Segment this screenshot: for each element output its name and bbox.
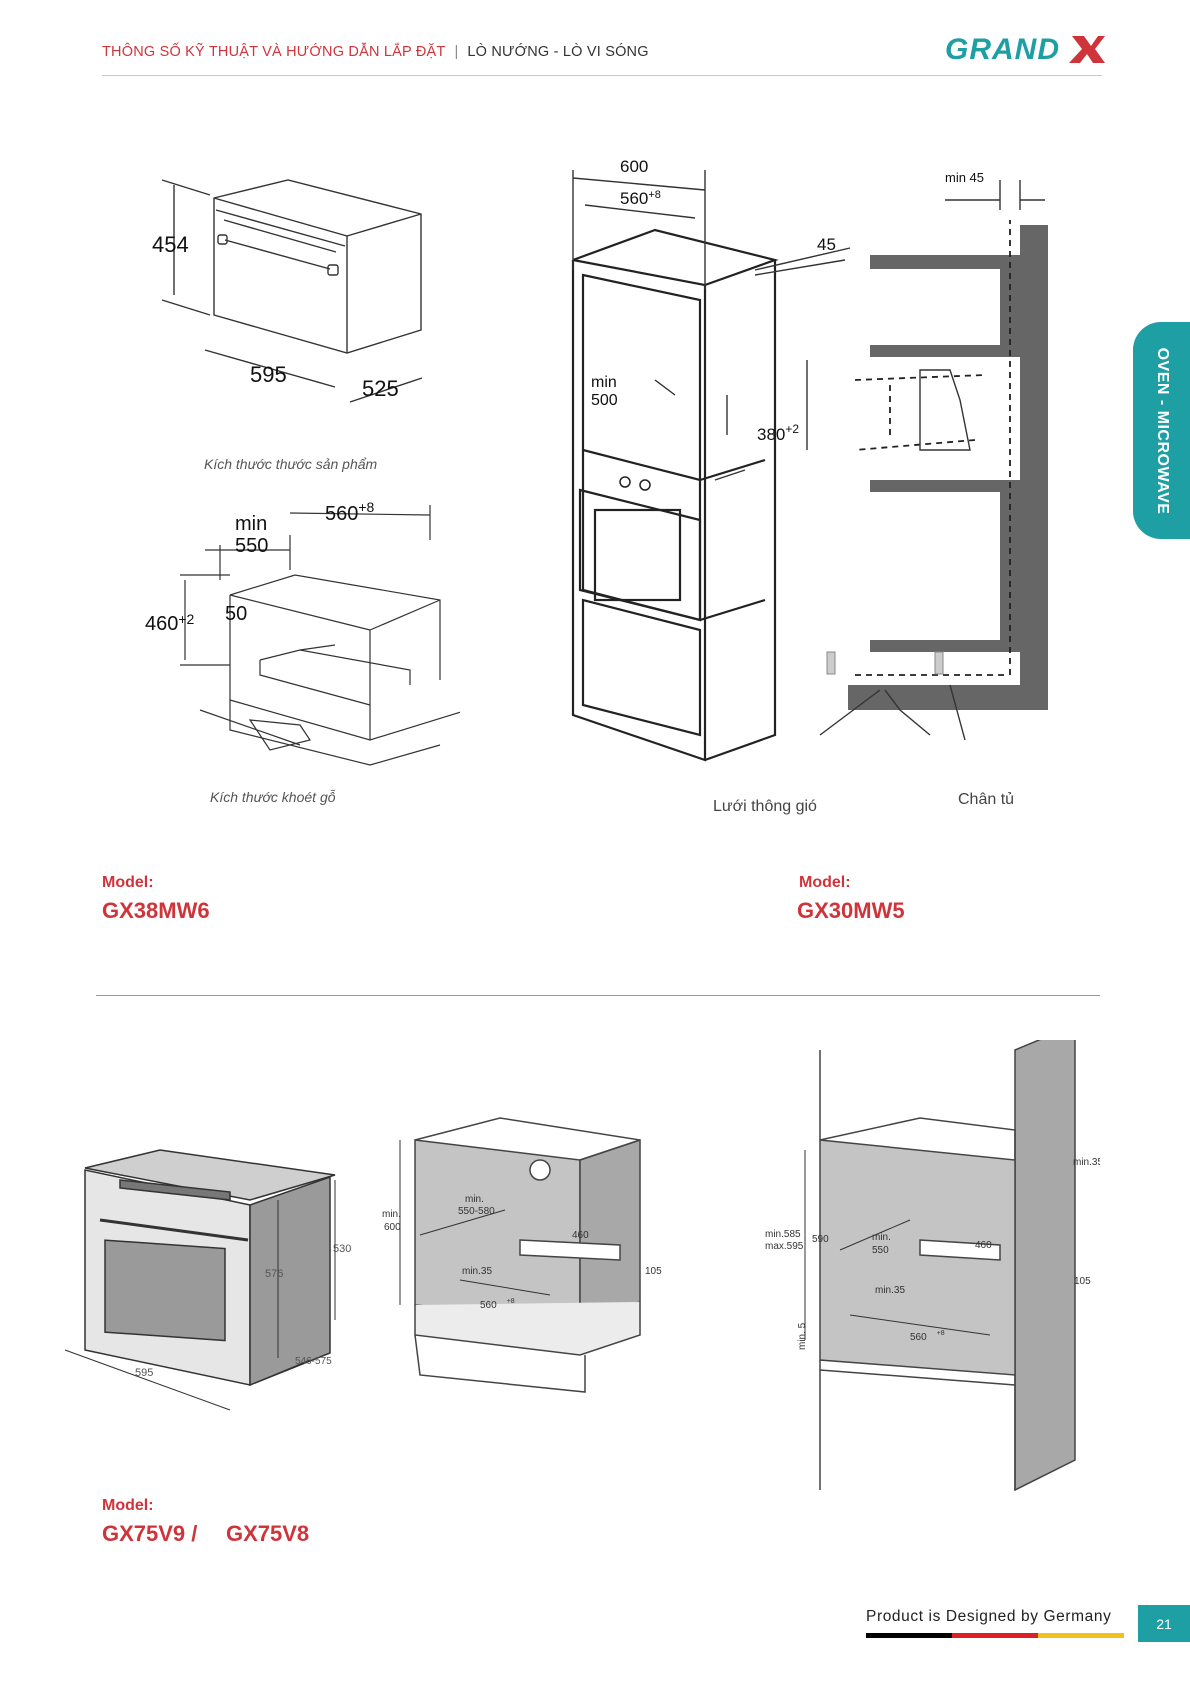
cab2-width-460: 460 bbox=[975, 1240, 992, 1251]
header-separator: | bbox=[454, 44, 459, 60]
cab1-min600-value: 600 bbox=[384, 1222, 401, 1233]
product-depth: 525 bbox=[362, 376, 399, 401]
model-label-2: Model: bbox=[799, 874, 851, 891]
cab2-max595: max.595 bbox=[765, 1241, 804, 1252]
model-label-3: Model: bbox=[102, 1497, 154, 1514]
cutout-caption: Kích thước khoét gỗ bbox=[210, 789, 336, 805]
header-title: THÔNG SỐ KỸ THUẬT VÀ HƯỚNG DẪN LẮP ĐẶT bbox=[102, 44, 446, 60]
cutout-min-value: 550 bbox=[235, 535, 268, 557]
oven-width: 595 bbox=[135, 1367, 153, 1379]
header-title-line: THÔNG SỐ KỸ THUẬT VÀ HƯỚNG DẪN LẮP ĐẶT | L… bbox=[102, 44, 649, 60]
foot-caption: Chân tủ bbox=[958, 791, 1015, 808]
flag-gold bbox=[1038, 1633, 1124, 1638]
cabinet-side-gap: 45 bbox=[817, 235, 836, 254]
cab2-height-590: 590 bbox=[812, 1234, 829, 1245]
cab2-height-105: 105 bbox=[1074, 1276, 1091, 1287]
product-caption: Kích thước thước sản phẩm bbox=[204, 456, 378, 472]
cutout-height: 460+2 bbox=[145, 611, 195, 635]
page-number: 21 bbox=[1138, 1605, 1190, 1642]
product-height: 454 bbox=[152, 232, 189, 257]
cab1-height-105: 105 bbox=[645, 1266, 662, 1277]
model-label-1: Model: bbox=[102, 874, 154, 891]
cab2-min550-value: 550 bbox=[872, 1245, 889, 1256]
cab2-min585: min.585 bbox=[765, 1229, 801, 1240]
svg-text:GRAND: GRAND bbox=[945, 33, 1060, 66]
oven-height-side: 530 bbox=[333, 1243, 351, 1255]
cab1-width-560: 560+8 bbox=[480, 1298, 515, 1311]
model-gx30mw5: GX30MW5 bbox=[797, 898, 905, 923]
cab1-width-460: 460 bbox=[572, 1230, 589, 1241]
flag-red bbox=[952, 1633, 1038, 1638]
cutout-depth: 50 bbox=[225, 603, 247, 625]
cabinet-inner-width: 560+8 bbox=[620, 189, 661, 208]
footer-tagline: Product is Designed by Germany bbox=[866, 1608, 1112, 1625]
section-divider bbox=[96, 995, 1100, 996]
cab2-min5: min. 5 bbox=[797, 1322, 808, 1350]
header-subtitle: LÒ NƯỚNG - LÒ VI SÓNG bbox=[467, 44, 649, 60]
builtin-oven-drawings: 576 530 595 546-575 min. 600 min. 550-58… bbox=[64, 1040, 1100, 1492]
cab1-depth-label: min. bbox=[465, 1194, 484, 1205]
brand-logo: GRAND bbox=[945, 33, 1105, 66]
cab2-width-560: 560+8 bbox=[910, 1330, 945, 1343]
cabinet-min-value: 500 bbox=[591, 392, 618, 409]
model-gx38mw6: GX38MW6 bbox=[102, 898, 210, 923]
microwave-dimension-drawings: 454 595 525 min 550 560+8 460+2 50 bbox=[145, 179, 460, 766]
product-width: 595 bbox=[250, 362, 287, 387]
cab2-min35: min.35 bbox=[875, 1285, 905, 1296]
cab1-depth-value: 550-580 bbox=[458, 1206, 495, 1217]
cab2-min550-label: min. bbox=[872, 1232, 891, 1243]
cabinet-outer-width: 600 bbox=[620, 157, 648, 176]
flag-black bbox=[866, 1633, 952, 1638]
cab2-min35-right: min.35 bbox=[1073, 1157, 1100, 1168]
model-gx75v9: GX75V9 / bbox=[102, 1521, 198, 1546]
cutout-min-label: min bbox=[235, 513, 267, 535]
oven-height-front: 576 bbox=[265, 1268, 283, 1280]
cab1-min600-label: min. bbox=[382, 1209, 401, 1220]
german-flag-stripe bbox=[866, 1633, 1124, 1638]
cabinet-min-label: min bbox=[591, 374, 617, 391]
header-rule bbox=[102, 75, 1102, 76]
side-tab-label: OVEN - MICROWAVE bbox=[1153, 347, 1171, 514]
min45-clearance: min 45 bbox=[945, 170, 984, 185]
cabinet-niche-height: 380+2 bbox=[757, 422, 799, 444]
model-gx75v8: GX75V8 bbox=[226, 1521, 310, 1546]
cutout-width: 560+8 bbox=[325, 499, 375, 525]
oven-depth: 546-575 bbox=[295, 1356, 332, 1367]
side-category-tab: OVEN - MICROWAVE bbox=[1133, 322, 1190, 539]
cab1-min35: min.35 bbox=[462, 1266, 492, 1277]
vent-caption: Lưới thông gió bbox=[713, 798, 817, 815]
tall-cabinet-drawing: 600 560+8 45 min 500 380+2 min 45 bbox=[571, 157, 1048, 762]
